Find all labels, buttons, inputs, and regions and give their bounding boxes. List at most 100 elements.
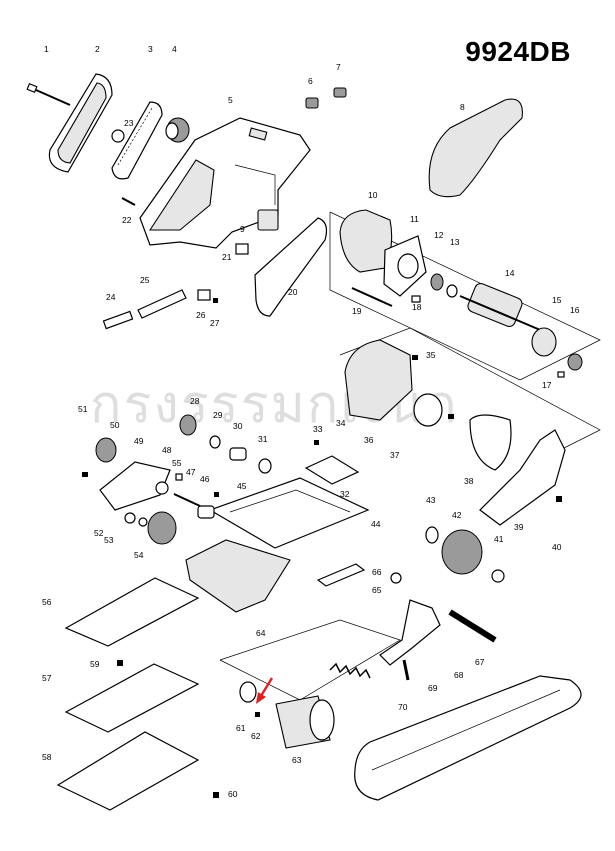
callout: 16 <box>570 305 580 315</box>
callout: 53 <box>104 535 114 545</box>
part-47-shaft <box>173 493 201 507</box>
callout: 17 <box>542 380 552 390</box>
callout: 25 <box>140 275 150 285</box>
part-30-bearing <box>229 447 247 461</box>
part-17-pin <box>557 371 565 378</box>
callout: 43 <box>426 495 436 505</box>
callout: 2 <box>95 44 100 54</box>
part-67-shaft <box>448 609 497 643</box>
callout: 35 <box>426 350 436 360</box>
part-62-screw <box>255 712 260 717</box>
callout: 34 <box>336 418 346 428</box>
part-11-bracket <box>383 235 427 297</box>
part-29-washer <box>209 435 221 449</box>
part-64-base-housing <box>185 539 291 613</box>
part-32-plate <box>304 455 360 485</box>
callout: 10 <box>368 190 378 200</box>
callout-labels: 1 2 3 4 5 6 7 8 9 10 11 12 13 14 15 16 1… <box>42 44 580 799</box>
callout: 13 <box>450 237 460 247</box>
callout: 37 <box>390 450 400 460</box>
callout: 33 <box>313 424 323 434</box>
part-33-screw <box>314 440 319 445</box>
callout: 54 <box>134 550 144 560</box>
callout: 15 <box>552 295 562 305</box>
callout: 61 <box>236 723 246 733</box>
callout: 42 <box>452 510 462 520</box>
callout: 1 <box>44 44 49 54</box>
part-12-bearing <box>430 273 444 291</box>
callout: 23 <box>124 118 134 128</box>
callout: 46 <box>200 474 210 484</box>
part-28-gear <box>179 414 197 436</box>
part-43-bearing <box>425 526 439 544</box>
part-56-platen <box>64 577 200 647</box>
callout: 40 <box>552 542 562 552</box>
callout: 60 <box>228 789 238 799</box>
part-68-tension-lever <box>379 599 441 666</box>
callout: 55 <box>172 458 182 468</box>
part-54-drive-roller <box>147 511 177 545</box>
part-27-screw <box>213 298 218 303</box>
callout: 21 <box>222 252 232 262</box>
callout: 58 <box>42 752 52 762</box>
callout: 48 <box>162 445 172 455</box>
callout: 4 <box>172 44 177 54</box>
callout: 69 <box>428 683 438 693</box>
part-25-cord-guard <box>137 289 187 319</box>
callout: 18 <box>412 302 422 312</box>
part-4-pulley <box>165 117 190 143</box>
part-59-screw <box>117 660 123 666</box>
callout: 26 <box>196 310 206 320</box>
part-57-plate <box>64 663 200 733</box>
part-42-idler-roller <box>441 529 483 575</box>
part-39-handle <box>479 429 566 526</box>
part-22-screw <box>121 197 136 206</box>
callout: 14 <box>505 268 515 278</box>
part-9-switch <box>257 209 279 231</box>
part-31-sleeve <box>258 458 272 474</box>
callout: 39 <box>514 522 524 532</box>
callout: 45 <box>237 481 247 491</box>
part-38-cover <box>469 414 512 471</box>
callout: 63 <box>292 755 302 765</box>
part-26-cord-clamp <box>197 289 211 301</box>
part-48-bearing <box>155 481 169 495</box>
callout: 11 <box>410 214 419 224</box>
callout: 20 <box>288 287 298 297</box>
callout: 5 <box>228 95 233 105</box>
callout: 36 <box>364 435 374 445</box>
callout: 56 <box>42 597 52 607</box>
callout: 59 <box>90 659 100 669</box>
callout: 64 <box>256 628 266 638</box>
part-14-armature <box>459 282 546 333</box>
callout: 6 <box>308 76 313 86</box>
callout: 30 <box>233 421 243 431</box>
part-58-plate <box>56 731 200 811</box>
callout: 41 <box>494 534 504 544</box>
part-15-fan <box>531 327 557 357</box>
callout: 47 <box>186 467 196 477</box>
part-8-dust-bag <box>428 98 523 198</box>
callout: 29 <box>213 410 223 420</box>
part-55-pin <box>175 473 183 481</box>
part-34-fan-housing <box>344 339 413 421</box>
part-50-gear <box>95 437 117 463</box>
part-40-screw <box>556 496 562 502</box>
part-21-capacitor <box>235 243 249 255</box>
part-51-screw <box>82 472 88 477</box>
callout: 8 <box>460 102 465 112</box>
callout: 7 <box>336 62 341 72</box>
callout: 62 <box>251 731 261 741</box>
callout: 66 <box>372 567 382 577</box>
part-3-toothed-belt <box>111 101 163 180</box>
callout: 49 <box>134 436 144 446</box>
part-2-belt-housing <box>48 73 113 173</box>
callout: 44 <box>371 519 381 529</box>
part-65-plate <box>316 563 366 587</box>
callout: 19 <box>352 306 362 316</box>
callout: 32 <box>340 489 350 499</box>
highlight-arrow <box>256 677 274 704</box>
part-18-key <box>411 295 421 303</box>
callout: 57 <box>42 673 52 683</box>
